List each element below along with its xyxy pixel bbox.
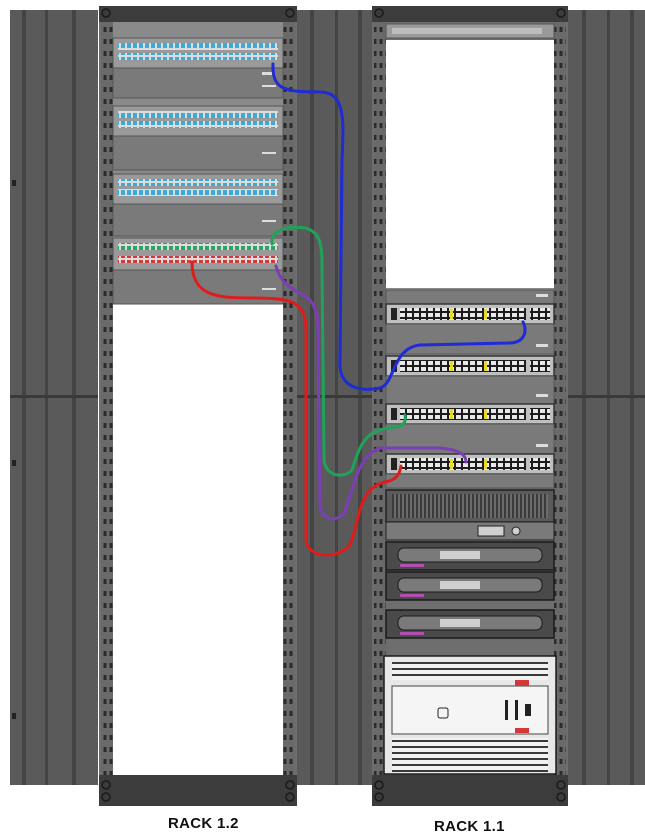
- middle-side-panel: [297, 10, 372, 785]
- rack-1-2-top-cap: [99, 6, 297, 22]
- network-switch-4: [386, 454, 554, 488]
- rack-1-2-empty-space: [113, 304, 283, 775]
- left-side-panel: [10, 10, 98, 785]
- patch-panel-1: [113, 38, 283, 98]
- rack-1-2-base: [99, 775, 297, 806]
- apc-logo-top: [515, 680, 529, 686]
- ups: [384, 656, 556, 774]
- rack-1-1-label: RACK 1.1: [434, 818, 505, 835]
- cable-manager-1: [113, 68, 283, 98]
- cable-manager-2: [113, 136, 283, 170]
- rack-1-1-empty-space: [386, 40, 554, 288]
- rack-1-2-label: RACK 1.2: [168, 815, 239, 832]
- patch-panel-4: [113, 238, 283, 304]
- rack-1-1: [372, 6, 568, 806]
- rack-1-1-top-cap: [372, 6, 568, 22]
- rack-1-2-left-rail: [101, 22, 113, 775]
- cable-manager-3: [113, 204, 283, 236]
- patch-panel-2: [113, 106, 283, 170]
- apc-logo-front: [515, 728, 529, 733]
- server-2: [386, 572, 554, 600]
- patch-panel-3: [113, 174, 283, 236]
- rack-1-2: [99, 6, 297, 806]
- network-switch-2: [386, 356, 554, 404]
- server-1: [386, 542, 554, 570]
- rack-1-2-right-rail: [283, 22, 295, 775]
- storage-array: [386, 490, 554, 540]
- server-3: [386, 610, 554, 638]
- right-side-panel: [568, 10, 645, 785]
- rack-1-1-base: [372, 775, 568, 806]
